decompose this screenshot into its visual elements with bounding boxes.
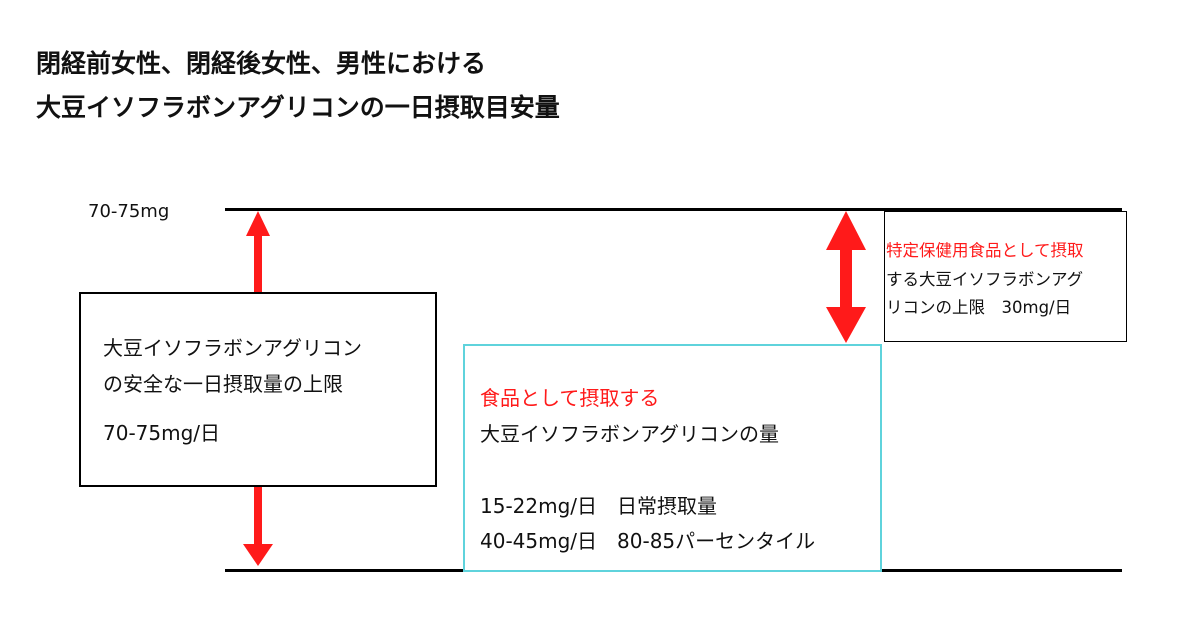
supplement-line2: する大豆イソフラボンアグ: [886, 270, 1084, 289]
upper-limit-line: [225, 208, 1122, 211]
percentile-row: 40-45mg/日 80-85パーセンタイル: [480, 529, 816, 553]
safe-limit-box: 大豆イソフラボンアグリコン の安全な一日摂取量の上限 70-75mg/日: [79, 292, 437, 487]
down-arrow-icon: [243, 486, 273, 566]
safe-limit-value: 70-75mg/日: [103, 421, 221, 445]
food-intake-box: 食品として摂取する 大豆イソフラボンアグリコンの量 15-22mg/日 日常摂取…: [463, 344, 882, 572]
daily-intake-row: 15-22mg/日 日常摂取量: [480, 494, 718, 518]
up-arrow-icon: [246, 211, 270, 292]
safe-limit-line1: 大豆イソフラボンアグリコン: [103, 336, 362, 360]
title-line-1: 閉経前女性、閉経後女性、男性における: [36, 49, 487, 78]
axis-label-upper: 70-75mg: [88, 201, 170, 222]
supplement-line1: 特定保健用食品として摂取: [886, 241, 1084, 260]
supplement-line3: リコンの上限 30mg/日: [886, 298, 1072, 317]
supplement-limit-box: 特定保健用食品として摂取 する大豆イソフラボンアグ リコンの上限 30mg/日: [884, 211, 1127, 342]
title-line-2: 大豆イソフラボンアグリコンの一日摂取目安量: [36, 93, 560, 122]
food-intake-heading-red: 食品として摂取する: [480, 386, 660, 410]
food-intake-heading: 大豆イソフラボンアグリコンの量: [480, 422, 779, 446]
double-arrow-icon: [826, 211, 866, 343]
safe-limit-line2: の安全な一日摂取量の上限: [103, 372, 343, 396]
